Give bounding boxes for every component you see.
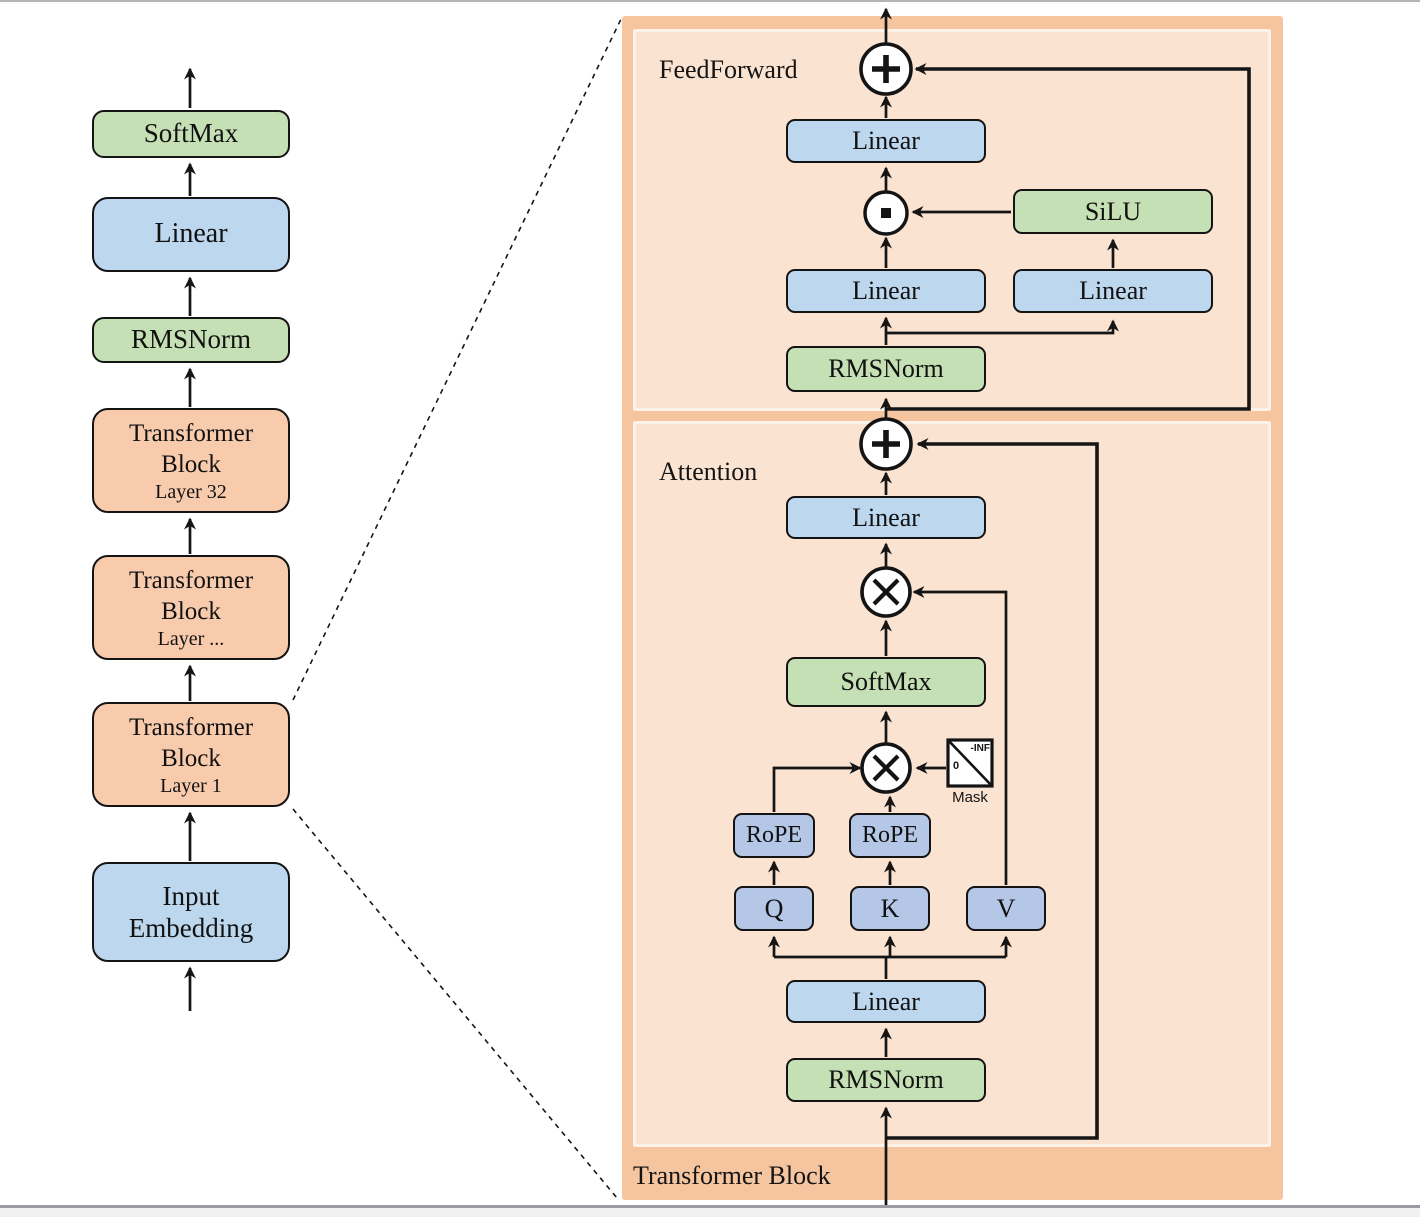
rope-q-label: RoPE [745,821,802,848]
v-projection-box: V [966,886,1046,931]
feedforward-title: FeedForward [659,55,798,84]
attention-softmax-box: SoftMax [786,657,986,707]
silu-label: SiLU [1084,196,1142,226]
ff-gate-linear-box: Linear [786,269,986,313]
transformer-block-layer32-sublabel: Layer 32 [155,481,227,503]
softmax-output-box: SoftMax [92,110,290,158]
window-bottom-bar [0,1208,1420,1217]
ff-output-linear-box: Linear [786,119,986,163]
rope-k-box: RoPE [849,813,931,858]
attention-softmax-label: SoftMax [840,667,932,697]
transformer-block-layer1-sublabel: Layer 1 [160,775,222,797]
k-projection-label: K [880,893,900,923]
softmax-output-label: SoftMax [143,118,239,149]
q-projection-label: Q [764,893,784,923]
transformer-block-layerdots-title: Transformer Block [128,567,254,625]
transformer-block-layer32-box: Transformer Block Layer 32 [92,408,290,513]
mask-upper-value: -INF [970,743,990,754]
lm-head-linear-label: Linear [154,218,228,250]
qkv-input-linear-box: Linear [786,980,986,1023]
final-rmsnorm-box: RMSNorm [92,317,290,363]
attention-output-linear-label: Linear [852,502,920,532]
v-projection-label: V [996,893,1016,923]
window-top-border [0,0,1420,2]
window-bottom-border [0,1205,1420,1208]
silu-box: SiLU [1013,189,1213,234]
transformer-block-layerdots-box: Transformer Block Layer ... [92,555,290,660]
ff-up-linear-label: Linear [1079,276,1147,306]
ff-rmsnorm-label: RMSNorm [828,354,944,384]
input-embedding-label: Input Embedding [128,881,254,943]
rope-k-label: RoPE [861,821,918,848]
rope-q-box: RoPE [733,813,815,858]
qkv-input-linear-label: Linear [852,986,920,1016]
lm-head-linear-box: Linear [92,197,290,272]
mask-label: Mask [952,789,988,806]
zoom-guide-bottom-dashed-line [292,808,618,1199]
ff-rmsnorm-box: RMSNorm [786,346,986,392]
zoom-guide-top-dashed-line [292,16,623,701]
ff-gate-linear-label: Linear [852,276,920,306]
q-projection-box: Q [734,886,814,931]
transformer-block-title: Transformer Block [633,1161,831,1190]
transformer-block-layer1-box: Transformer Block Layer 1 [92,702,290,807]
transformer-block-layer32-title: Transformer Block [128,420,254,478]
ff-output-linear-label: Linear [852,126,920,156]
attention-rmsnorm-label: RMSNorm [828,1065,944,1095]
mask-lower-value: 0 [953,760,960,772]
attention-output-linear-box: Linear [786,496,986,539]
transformer-block-layerdots-sublabel: Layer ... [157,628,225,650]
transformer-block-layer1-title: Transformer Block [128,714,254,772]
ff-up-linear-box: Linear [1013,269,1213,313]
attention-title: Attention [659,457,758,486]
k-projection-box: K [850,886,930,931]
attention-rmsnorm-box: RMSNorm [786,1058,986,1102]
final-rmsnorm-label: RMSNorm [130,324,252,355]
input-embedding-box: Input Embedding [92,862,290,962]
